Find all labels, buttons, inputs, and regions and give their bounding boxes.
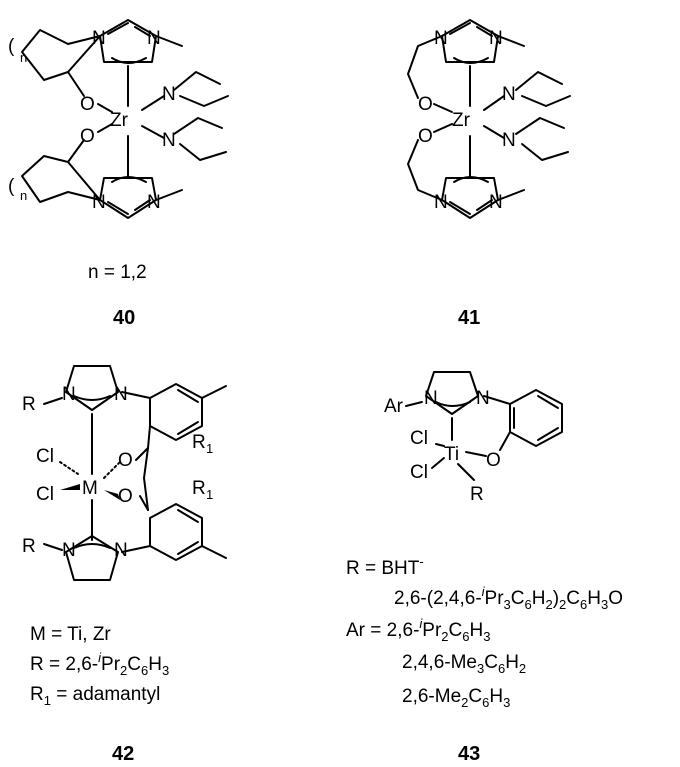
compound-40-number: 40: [113, 307, 135, 329]
compound-43-caption-mes: 2,4,6-Me3C6H2: [402, 652, 526, 676]
compound-42-structure: [43, 365, 227, 581]
compound-42-caption-r: R = 2,6-iPr2C6H3: [30, 650, 169, 678]
compound-43-caption-ar: Ar = 2,6-iPr2C6H3: [346, 616, 490, 644]
r1-subscript: 1: [206, 441, 213, 456]
n-amide-atom: N: [502, 84, 516, 105]
r-group: R: [470, 484, 484, 505]
r-group: R: [22, 536, 36, 557]
ring-index: n: [20, 188, 27, 203]
compound-41-number: 41: [458, 307, 480, 329]
ring-index: n: [20, 50, 27, 65]
n-amide-atom: N: [162, 84, 176, 105]
n-atom: N: [476, 388, 490, 409]
compound-43-caption-r: R = BHT-: [346, 554, 424, 579]
n-atom: N: [434, 192, 448, 213]
o-atom: O: [418, 94, 433, 115]
compound-42-caption-m: M = Ti, Zr: [30, 624, 111, 645]
n-atom: N: [92, 28, 106, 49]
compound-42-number: 42: [112, 743, 134, 765]
o-atom: O: [80, 126, 95, 147]
ar-group: Ar: [384, 396, 404, 417]
compound-43-caption-xyl: 2,6-Me2C6H3: [402, 686, 510, 710]
n-atom: N: [62, 384, 76, 405]
zr-atom: Zr: [110, 110, 129, 131]
compound-43-structure: [405, 371, 563, 481]
o-atom: O: [418, 126, 433, 147]
n-atom: N: [92, 192, 106, 213]
r-group: R: [22, 394, 36, 415]
n-amide-atom: N: [502, 130, 516, 151]
n-amide-atom: N: [162, 130, 176, 151]
n-atom: N: [147, 192, 161, 213]
n-atom: N: [489, 192, 503, 213]
n-atom: N: [147, 28, 161, 49]
o-atom: O: [486, 450, 501, 471]
n-atom: N: [434, 28, 448, 49]
ti-atom: Ti: [444, 444, 459, 465]
o-atom: O: [118, 450, 133, 471]
metal-atom: M: [82, 478, 98, 499]
n-atom: N: [424, 388, 438, 409]
compound-42-caption-r1: R1 = adamantyl: [30, 684, 160, 708]
cl-atom: Cl: [410, 462, 428, 483]
r1-group: R: [192, 432, 206, 453]
n-atom: N: [62, 540, 76, 561]
o-atom: O: [118, 486, 133, 507]
compound-41-structure: [407, 19, 571, 219]
ring-paren: (: [8, 176, 15, 197]
n-atom: N: [114, 540, 128, 561]
compound-43-number: 43: [458, 743, 480, 765]
n-atom: N: [489, 28, 503, 49]
o-atom: O: [80, 94, 95, 115]
r1-subscript: 1: [206, 487, 213, 502]
n-atom: N: [114, 384, 128, 405]
compound-40-caption: n = 1,2: [88, 262, 147, 283]
zr-atom: Zr: [452, 110, 471, 131]
cl-atom: Cl: [410, 428, 428, 449]
ring-paren: (: [8, 36, 15, 57]
cl-atom: Cl: [36, 484, 54, 505]
compound-43-caption-bht: 2,6-(2,4,6-iPr3C6H2)2C6H3O: [394, 584, 623, 612]
r1-group: R: [192, 478, 206, 499]
cl-atom: Cl: [36, 446, 54, 467]
compound-40-structure: [21, 19, 229, 219]
